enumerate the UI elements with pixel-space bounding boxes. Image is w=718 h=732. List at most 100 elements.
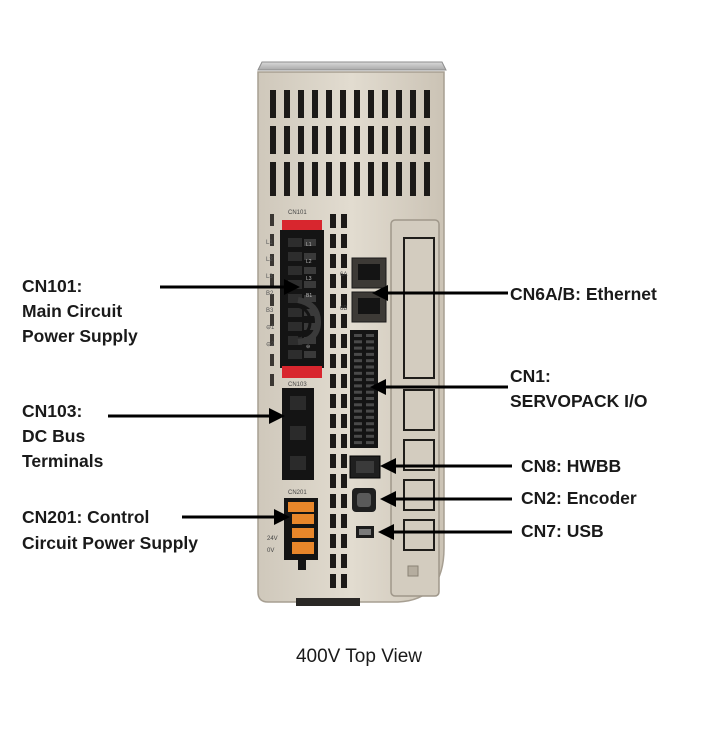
- io-pin: [366, 340, 374, 344]
- panel-slot: [403, 389, 435, 431]
- panel-slot: [403, 479, 435, 511]
- servopack-device: CN101 CN103 CN201 6A 6B 24V 0V L1L2L3B2B…: [257, 61, 447, 606]
- cn6-label: CN6A/B: Ethernet: [510, 282, 657, 307]
- cn201-pin1-marking: 24V: [267, 536, 278, 542]
- vent-slot: [382, 162, 388, 196]
- vent-slot: [341, 434, 347, 448]
- vent-slot: [330, 334, 336, 348]
- vent-slot: [330, 354, 336, 368]
- cn101-pin-marking: B3: [266, 308, 274, 314]
- io-pin: [366, 365, 374, 369]
- vent-slot: [298, 126, 304, 154]
- cn201-header-marking: CN201: [288, 490, 307, 496]
- vent-slot: [298, 162, 304, 196]
- io-pin: [354, 378, 362, 382]
- vent-slot: [270, 294, 274, 306]
- io-pin: [354, 403, 362, 407]
- terminal-slot: [288, 308, 302, 317]
- vent-slot: [341, 554, 347, 568]
- cn7-label: CN7: USB: [521, 519, 604, 544]
- vent-slot: [330, 534, 336, 548]
- cn101-pin-marking: L2: [266, 257, 273, 263]
- vent-slot: [330, 514, 336, 528]
- vent-slot: [341, 294, 347, 308]
- io-pin: [354, 428, 362, 432]
- cn101-pin-marking: L3: [266, 274, 273, 280]
- vent-slot: [330, 314, 336, 328]
- vent-slot: [270, 334, 274, 346]
- io-pin: [354, 340, 362, 344]
- vent-slot: [284, 162, 290, 196]
- vent-slot: [341, 534, 347, 548]
- terminal-slot: [288, 336, 302, 345]
- vent-slot: [341, 274, 347, 288]
- vent-slot: [330, 494, 336, 508]
- cn7-label-line-1: CN7: USB: [521, 521, 604, 541]
- middle-vent-grille: [270, 214, 347, 588]
- vent-slot: [341, 234, 347, 248]
- io-pin: [354, 390, 362, 394]
- terminal-slot: [288, 350, 302, 359]
- io-pin: [354, 334, 362, 337]
- vent-slot: [330, 254, 336, 268]
- io-pin: [366, 422, 374, 426]
- cn1-label: CN1: SERVOPACK I/O: [510, 364, 647, 414]
- vent-slot: [270, 354, 274, 366]
- vent-slot: [326, 126, 332, 154]
- vent-slot: [330, 554, 336, 568]
- io-pin: [366, 397, 374, 400]
- vent-slot: [341, 334, 347, 348]
- right-panel-slots: [403, 237, 435, 577]
- top-heatsink-plate: [257, 61, 447, 71]
- vent-slot: [341, 454, 347, 468]
- io-pin: [366, 359, 374, 363]
- vent-slot: [330, 454, 336, 468]
- io-pin: [354, 359, 362, 363]
- terminal-screw: [304, 281, 316, 288]
- vent-slot: [424, 90, 430, 118]
- io-pin: [354, 365, 362, 369]
- cn103-label: CN103: DC Bus Terminals: [22, 399, 103, 474]
- vent-slot: [270, 374, 274, 386]
- terminal-slot: [288, 266, 302, 275]
- cn8-leader-arrow: [380, 458, 512, 474]
- cn7-leader-arrow: [378, 524, 512, 540]
- vent-slot: [326, 90, 332, 118]
- cn201-label-line-1: CN201: Control: [22, 507, 150, 527]
- io-pin: [366, 409, 374, 413]
- panel-screw: [407, 565, 419, 577]
- io-pin: [366, 371, 374, 375]
- io-pin: [354, 371, 362, 375]
- io-pin: [354, 397, 362, 400]
- cn1-io-connector: [350, 330, 378, 448]
- cn7-usb-socket: [359, 529, 371, 535]
- cn8-label-line-1: CN8: HWBB: [521, 456, 622, 476]
- cn1-label-line-1: CN1:: [510, 366, 551, 386]
- vent-slot: [396, 126, 402, 154]
- right-panel-frame: [390, 219, 440, 597]
- io-pin: [366, 428, 374, 432]
- vent-slot: [368, 90, 374, 118]
- cn8-hwbb-plug: [356, 461, 374, 473]
- cn2-label: CN2: Encoder: [521, 486, 637, 511]
- cn2-leader-arrow: [380, 491, 512, 507]
- cn103-label-line-1: CN103:: [22, 401, 83, 421]
- cn101-pin-marking: ⊖1: [266, 325, 275, 331]
- cn103-header-marking: CN103: [288, 382, 307, 388]
- io-pin: [366, 346, 374, 350]
- vent-slot: [330, 274, 336, 288]
- vent-slot: [326, 162, 332, 196]
- vent-slot: [312, 162, 318, 196]
- vent-slot: [284, 90, 290, 118]
- vent-slot: [341, 254, 347, 268]
- vent-slot: [341, 414, 347, 428]
- vent-slot: [341, 514, 347, 528]
- vent-slot: [270, 162, 276, 196]
- terminal-screw: [304, 239, 316, 246]
- vent-slot: [270, 254, 274, 266]
- cn6-leader-arrow: [372, 285, 508, 301]
- vent-slot: [341, 394, 347, 408]
- vent-slot: [312, 126, 318, 154]
- cn1-leader-arrow: [370, 379, 508, 395]
